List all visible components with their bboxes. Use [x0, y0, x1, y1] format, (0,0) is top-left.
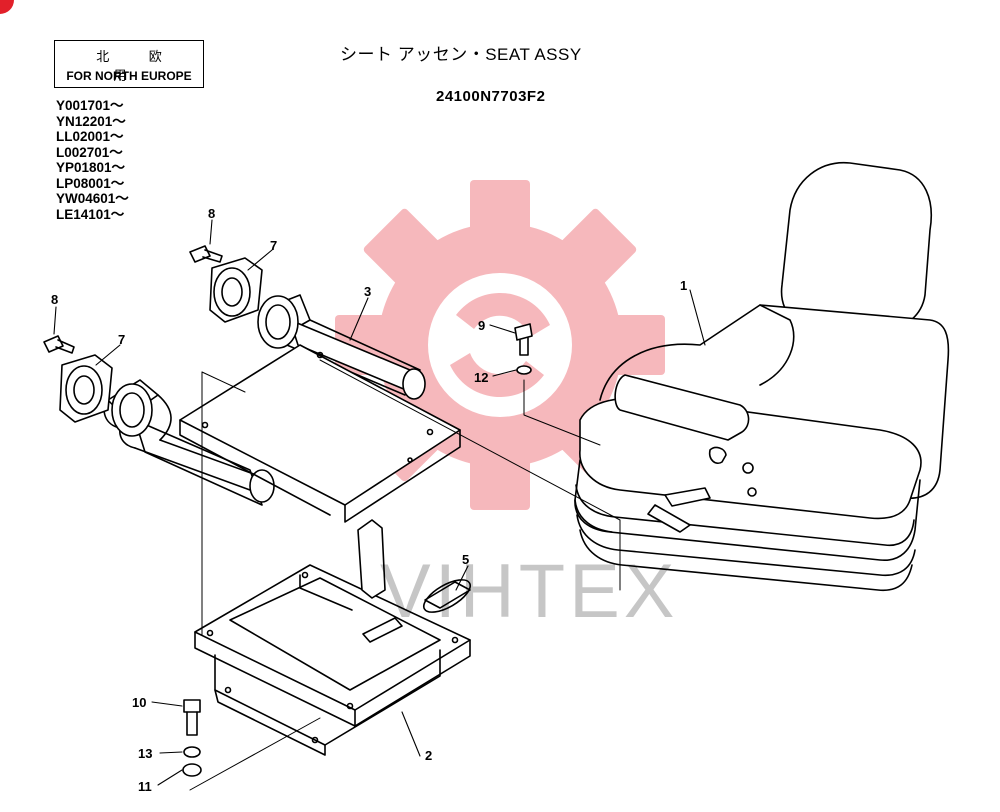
callout-base-nut: 11: [138, 779, 152, 794]
callout-bolt-right: 8: [208, 206, 215, 221]
alignment-lines: [189, 359, 621, 791]
callout-seat-washer: 12: [474, 370, 488, 385]
serial-range: YN12201〜: [56, 113, 126, 129]
serial-range: LE14101〜: [56, 206, 125, 222]
callout-slide-rail: 3: [364, 284, 371, 299]
callout-rail-cap-right: 7: [270, 238, 277, 253]
brand-watermark: VIHTEX: [380, 549, 679, 634]
slide-rail-left: [103, 379, 275, 506]
region-label-box: 北 欧 用 FOR NORTH EUROPE: [54, 40, 204, 88]
callout-rail-cap-left: 7: [118, 332, 125, 347]
callout-base-washer: 13: [138, 746, 152, 761]
region-label-en: FOR NORTH EUROPE: [66, 69, 192, 83]
grommet: [423, 579, 471, 613]
serial-range: Y001701〜: [56, 98, 124, 113]
seat-assembly: [574, 161, 950, 592]
callout-grommet: 5: [462, 552, 469, 567]
callout-bolt-left: 8: [51, 292, 58, 307]
region-label-jp: 北 欧 用: [96, 49, 180, 83]
slide-rail-right: [257, 294, 426, 400]
base-bolt: [183, 699, 201, 736]
bolt-right: [189, 245, 223, 263]
callout-lower-bracket: 2: [425, 748, 432, 763]
bolt-left: [43, 335, 75, 354]
serial-range: L002701〜: [56, 144, 123, 160]
callout-seat-bolt: 9: [478, 318, 485, 333]
gear-watermark: [335, 180, 665, 510]
callout-seat: 1: [680, 278, 687, 293]
seat-washer: [516, 365, 532, 375]
callout-base-bolt: 10: [132, 695, 146, 710]
rail-cap-left: [59, 354, 113, 423]
serial-range: YP01801〜: [56, 160, 126, 175]
serial-range: LL02001〜: [56, 129, 124, 144]
serial-range-list: Y001701〜 YN12201〜 LL02001〜 L002701〜 YP01…: [56, 98, 129, 222]
base-washer: [183, 746, 201, 758]
lower-seat-bracket: [194, 564, 471, 756]
leader-lines: [53, 219, 706, 786]
base-nut: [182, 763, 202, 777]
rail-cap-right: [209, 257, 263, 323]
serial-range: YW04601〜: [56, 191, 129, 206]
serial-range: LP08001〜: [56, 175, 125, 191]
assembly-part-number: 24100N7703F2: [436, 88, 546, 105]
diagram-title: シート アッセン・SEAT ASSY: [340, 45, 582, 64]
seat-bolt: [514, 323, 533, 356]
support-strap: [357, 519, 386, 599]
